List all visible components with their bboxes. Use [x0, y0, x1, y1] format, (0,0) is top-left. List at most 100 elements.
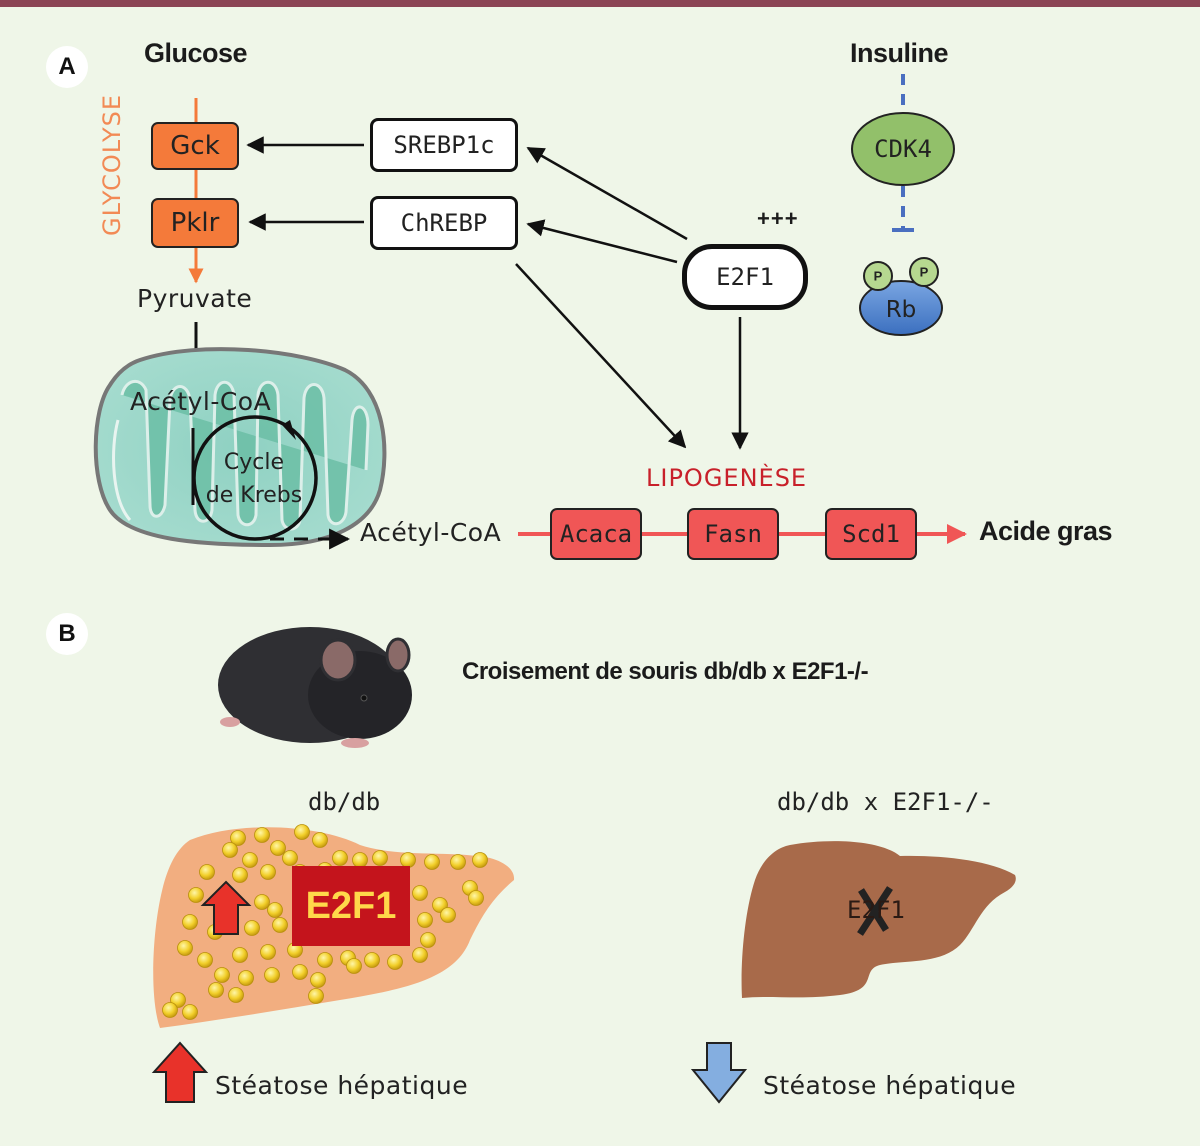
lipid-droplet	[412, 947, 428, 963]
right-outcome-label: Stéatose hépatique	[763, 1071, 1017, 1100]
lipid-droplet	[254, 894, 270, 910]
lipid-droplet	[182, 914, 198, 930]
scd1-enzyme: Scd1	[825, 508, 917, 560]
lipid-droplet	[182, 1004, 198, 1020]
glycolysis-label: GLYCOLYSE	[98, 93, 126, 236]
lipid-droplet	[420, 932, 436, 948]
lipid-droplet	[364, 952, 380, 968]
krebs-cycle-label: Cycle de Krebs	[206, 446, 302, 512]
lipid-droplet	[199, 864, 215, 880]
top-bar	[0, 0, 1200, 7]
lipid-droplet	[162, 1002, 178, 1018]
trend-down-arrow-icon	[690, 1042, 748, 1104]
lipid-droplet	[317, 952, 333, 968]
panel-label-a: A	[46, 46, 88, 88]
srebp1c-text: SREBP1c	[393, 131, 495, 159]
cdk4-text: CDK4	[874, 135, 932, 163]
lipid-droplet	[412, 885, 428, 901]
phospho-right-text: P	[919, 264, 929, 280]
lipid-droplet	[308, 988, 324, 1004]
glucose-label: Glucose	[144, 38, 248, 68]
lipid-droplet	[332, 850, 348, 866]
arrow-chrebp-to-lipogenesis	[515, 263, 687, 449]
lipid-droplet	[292, 964, 308, 980]
lipid-droplet	[372, 850, 388, 866]
krebs-line-1: Cycle	[223, 450, 285, 475]
lipogenesis-label: LIPOGENÈSE	[646, 464, 808, 492]
lipid-droplet	[214, 967, 230, 983]
lipid-droplet	[232, 867, 248, 883]
lipid-droplet	[197, 952, 213, 968]
chrebp-text: ChREBP	[400, 209, 488, 237]
phospho-left-text: P	[873, 268, 883, 284]
lipid-droplet	[208, 982, 224, 998]
lipid-droplet	[282, 850, 298, 866]
krebs-cycle-arrowhead	[282, 420, 296, 440]
left-outcome-label: Stéatose hépatique	[215, 1071, 469, 1100]
lipid-droplet	[468, 890, 484, 906]
fasn-text: Fasn	[704, 520, 762, 548]
e2f1-overexpression-badge: E2F1	[292, 866, 410, 946]
e2f1-level: +++	[757, 206, 799, 231]
panel-label-b: B	[46, 613, 88, 655]
lipid-droplet	[387, 954, 403, 970]
arrow-e2f1-to-chrebp	[526, 219, 678, 264]
liver-up-arrow-icon	[200, 880, 252, 935]
cdk4-node	[851, 112, 955, 186]
pyruvate-label: Pyruvate	[137, 284, 253, 313]
phospho-right	[909, 257, 939, 287]
lipid-droplet	[222, 842, 238, 858]
acetylcoa-mito-label: Acétyl-CoA	[130, 387, 272, 416]
rb-text: Rb	[885, 297, 917, 323]
lipid-droplet	[230, 830, 246, 846]
e2f1-text: E2F1	[716, 263, 774, 291]
lipid-droplet	[232, 947, 248, 963]
phospho-left	[863, 261, 893, 291]
pklr-enzyme: Pklr	[151, 198, 239, 248]
lipid-droplet	[450, 854, 466, 870]
krebs-line-2: de Krebs	[205, 483, 303, 508]
acaca-enzyme: Acaca	[550, 508, 642, 560]
lipid-droplet	[294, 824, 310, 840]
e2f1-knockout-text: E2F1	[847, 896, 905, 924]
lipid-droplet	[238, 970, 254, 986]
insuline-label: Insuline	[850, 38, 949, 68]
gck-enzyme: Gck	[151, 122, 239, 170]
lipid-droplet	[417, 912, 433, 928]
chrebp-node: ChREBP	[370, 196, 518, 250]
lipid-droplet	[312, 832, 328, 848]
lipid-droplet	[272, 917, 288, 933]
lipid-droplet	[346, 958, 362, 974]
right-genotype-label: db/db x E2F1-/-	[777, 788, 994, 816]
krebs-cycle-circle	[192, 415, 318, 541]
lipid-droplet	[270, 840, 286, 856]
lipid-droplet	[260, 944, 276, 960]
lipid-droplet	[228, 987, 244, 1003]
lipid-droplet	[310, 972, 326, 988]
e2f1-node: E2F1	[682, 244, 808, 310]
cross-title: Croisement de souris db/db x E2F1-/-	[462, 658, 869, 685]
knockout-x-line2	[857, 886, 893, 936]
srebp1c-node: SREBP1c	[370, 118, 518, 172]
lipid-droplet	[267, 902, 283, 918]
fasn-enzyme: Fasn	[687, 508, 779, 560]
lipid-droplet	[244, 920, 260, 936]
rb-node	[859, 280, 943, 336]
lipid-droplet	[424, 854, 440, 870]
lipid-droplet	[264, 967, 280, 983]
lipid-droplet	[242, 852, 258, 868]
lipid-droplet	[440, 907, 456, 923]
pklr-text: Pklr	[170, 208, 220, 238]
lipid-droplet	[188, 887, 204, 903]
gck-text: Gck	[170, 131, 220, 161]
scd1-text: Scd1	[842, 520, 900, 548]
acetylcoa-cyto-label: Acétyl-CoA	[360, 518, 502, 547]
lipid-droplet	[472, 852, 488, 868]
fatty-acid-label: Acide gras	[979, 516, 1113, 546]
lipid-droplet	[260, 864, 276, 880]
lipid-droplet	[254, 827, 270, 843]
acaca-text: Acaca	[559, 520, 633, 548]
lipid-droplet	[177, 940, 193, 956]
arrow-e2f1-to-srebp1c	[526, 146, 688, 241]
